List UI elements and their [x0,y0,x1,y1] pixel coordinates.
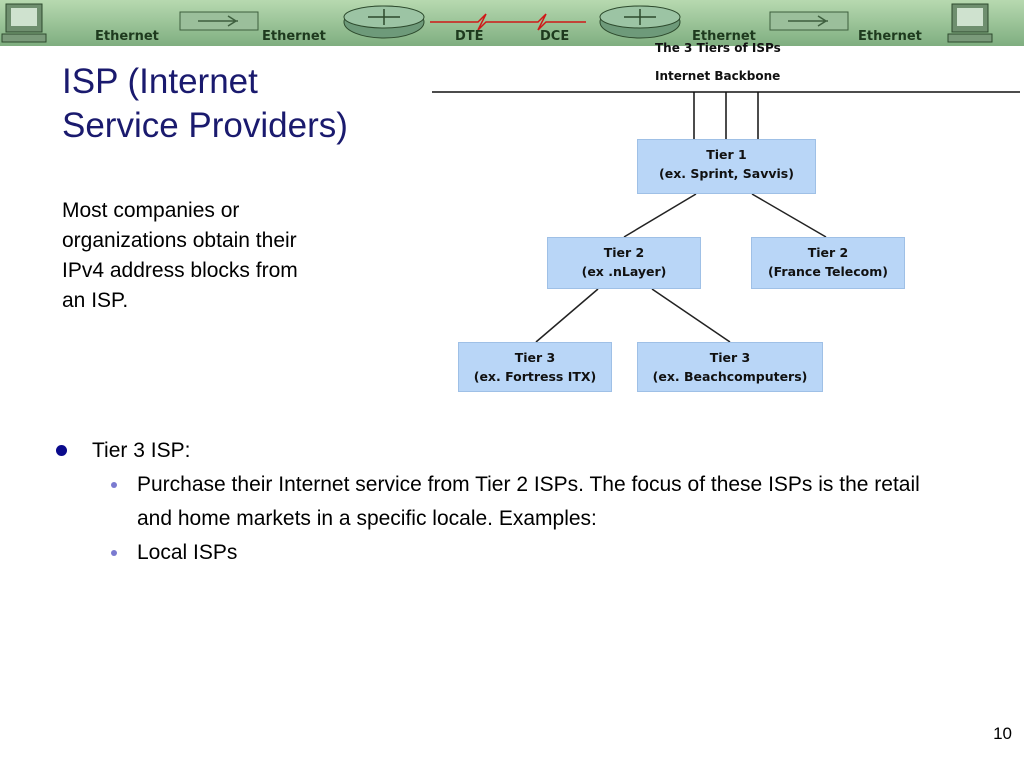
tier-name: Tier 2 [603,245,645,260]
tier-link [651,288,731,343]
tier-example: (ex .nLayer) [581,264,667,279]
tier-example: (ex. Beachcomputers) [652,369,808,384]
bullet-item: Tier 3 ISP: [52,434,922,468]
intro-text: Most companies or organizations obtain t… [62,199,298,312]
page-number: 10 [993,724,1012,743]
switch-icon [769,11,849,31]
tier-example: (France Telecom) [767,264,889,279]
tier3-box: Tier 3 (ex. Beachcomputers) [637,342,823,392]
banner-label: Ethernet [692,29,756,44]
bullet-list: Tier 3 ISP: Purchase their Internet serv… [52,434,922,570]
tier3-box: Tier 3 (ex. Fortress ITX) [458,342,612,392]
tier2-box: Tier 2 (France Telecom) [751,237,905,289]
network-banner: Ethernet Ethernet DTE DCE Ethernet Ether… [0,0,1024,46]
banner-label: Ethernet [95,29,159,44]
banner-label: DTE [455,29,484,44]
switch-icon [179,11,259,31]
tier-name: Tier 2 [807,245,849,260]
sub-bullet-text: Local ISPs [137,541,238,564]
diagram-heading: The 3 Tiers of ISPs [655,41,781,55]
tier-link [751,193,827,238]
tier1-box: Tier 1 (ex. Sprint, Savvis) [637,139,816,194]
tier-link [623,193,697,238]
title-line: Service Providers) [62,106,348,145]
tier-name: Tier 1 [706,147,747,162]
tier-link [535,288,599,343]
tier-example: (ex. Fortress ITX) [473,369,597,384]
sub-bullet-item: Purchase their Internet service from Tie… [52,468,922,536]
sub-bullet-item: Local ISPs [52,536,922,570]
tier-name: Tier 3 [514,350,556,365]
tier-name: Tier 3 [709,350,751,365]
bullet-text: Tier 3 ISP: [92,439,191,462]
router-icon [343,5,425,39]
banner-label: Ethernet [858,29,922,44]
banner-label: Ethernet [262,29,326,44]
sub-bullet-icon [111,482,117,488]
computer-icon [947,3,993,43]
router-icon [599,5,681,39]
tier2-box: Tier 2 (ex .nLayer) [547,237,701,289]
backbone-label: Internet Backbone [655,69,781,83]
title-line: ISP (Internet [62,62,258,101]
tier-connectors [432,91,1020,343]
banner-label: DCE [540,29,569,44]
tier-example: (ex. Sprint, Savvis) [659,166,794,181]
bullet-icon [56,445,67,456]
sub-bullet-text: Purchase their Internet service from Tie… [137,473,920,530]
slide-title: ISP (Internet Service Providers) [62,60,348,148]
sub-bullet-icon [111,550,117,556]
computer-icon [1,3,47,43]
